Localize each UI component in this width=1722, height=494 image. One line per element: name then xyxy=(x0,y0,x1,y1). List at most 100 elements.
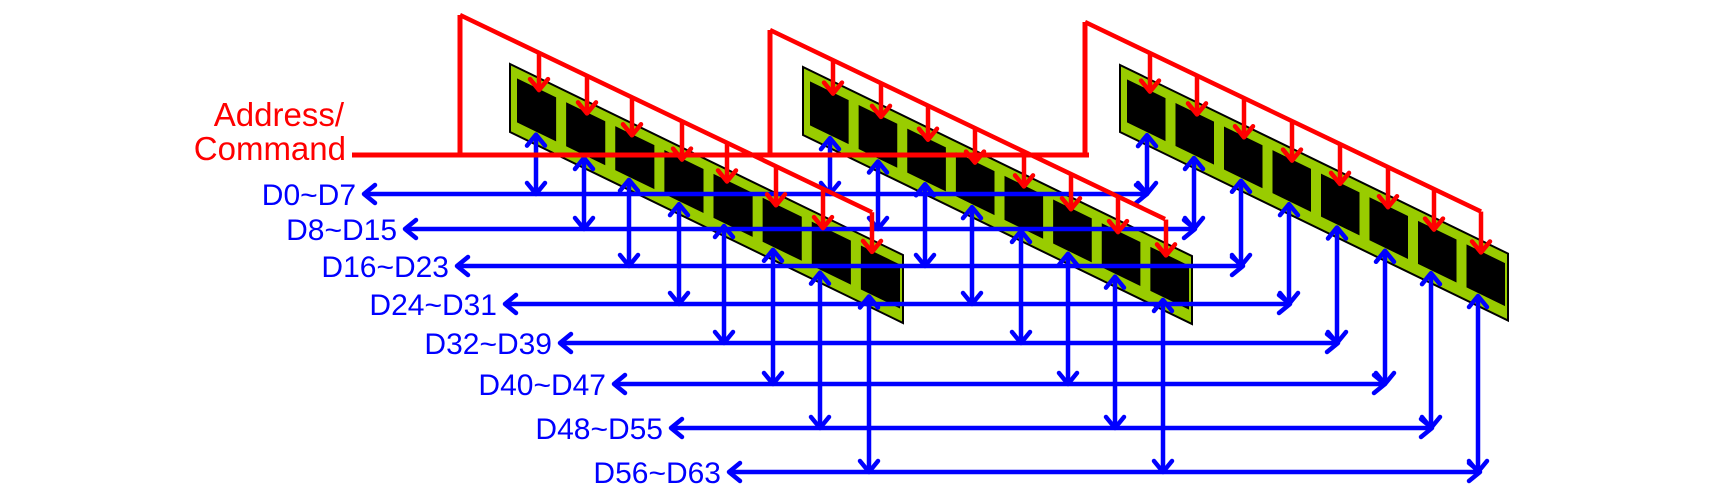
arrowhead-icon xyxy=(913,252,937,269)
dram-chip xyxy=(517,78,557,142)
arrowhead-icon xyxy=(808,414,832,431)
arrowhead-icon xyxy=(557,331,574,355)
arrowhead-icon xyxy=(712,223,736,240)
dram-chip xyxy=(1466,244,1505,307)
arrowhead-icon xyxy=(1182,155,1206,172)
arrowhead-icon xyxy=(866,159,890,175)
arrowhead-icon xyxy=(1059,195,1083,212)
module-pcb xyxy=(1119,63,1509,323)
arrowhead-icon xyxy=(808,270,832,286)
data-line-d32-d39 xyxy=(557,223,1349,355)
data-line-label: D24~D31 xyxy=(369,289,497,322)
data-line-d0-d7 xyxy=(361,132,1159,206)
arrowhead-icon xyxy=(860,238,884,255)
arrowhead-icon xyxy=(402,217,419,241)
data-line-label: D0~D7 xyxy=(262,179,356,212)
dram-chip xyxy=(566,102,606,166)
labels: Address/ Command D0~D7D8~D15D16~D23D24~D… xyxy=(194,96,721,490)
arrowhead-icon xyxy=(1325,329,1349,346)
dram-chip xyxy=(1224,126,1263,189)
arrowhead-icon xyxy=(1419,270,1443,287)
dram-chip xyxy=(713,173,753,237)
arrowhead-icon xyxy=(1056,251,1080,268)
module-3 xyxy=(1119,63,1509,323)
arrowhead-icon xyxy=(1373,248,1397,265)
arrowhead-icon xyxy=(575,100,599,116)
arrowhead-icon xyxy=(1103,274,1127,290)
arrowhead-icon xyxy=(1138,78,1162,94)
arrowhead-icon xyxy=(916,126,940,142)
arrowhead-icon xyxy=(1419,414,1443,431)
arrowhead-icon xyxy=(821,80,845,96)
arrowhead-icon xyxy=(572,155,596,172)
dram-chip xyxy=(1418,220,1457,283)
dram-chip xyxy=(810,81,849,145)
arrowhead-icon xyxy=(1151,458,1175,475)
address-command-label-line1: Address/ xyxy=(214,96,345,133)
dram-chip xyxy=(1369,197,1408,259)
data-line-label: D8~D15 xyxy=(286,214,397,247)
arrowhead-icon xyxy=(1422,216,1446,232)
dram-chip xyxy=(811,221,851,285)
arrowhead-icon xyxy=(527,76,551,93)
arrowhead-icon xyxy=(1232,124,1256,140)
arrowhead-icon xyxy=(611,372,628,396)
address-command-bus xyxy=(352,12,1493,258)
arrowhead-icon xyxy=(1009,228,1033,245)
arrowhead-icon xyxy=(1012,173,1036,189)
data-line-d16-d23 xyxy=(454,177,1253,278)
arrowhead-icon xyxy=(761,247,785,264)
arrowhead-icon xyxy=(1277,201,1301,218)
arrowhead-icon xyxy=(1376,193,1400,210)
module-1-ac-branch xyxy=(457,12,884,255)
data-bus xyxy=(361,132,1490,484)
dram-chip xyxy=(955,152,995,216)
arrowhead-icon xyxy=(670,146,694,162)
arrowhead-icon xyxy=(1469,239,1493,255)
address-command-label-line2: Command xyxy=(194,130,346,167)
arrowhead-icon xyxy=(667,290,691,307)
data-line-label: D48~D55 xyxy=(535,413,663,446)
arrowhead-icon xyxy=(1106,218,1130,235)
dram-chip xyxy=(615,126,655,190)
arrowhead-icon xyxy=(1229,178,1253,195)
arrowhead-icon xyxy=(1135,132,1159,149)
dram-chip xyxy=(664,150,704,214)
data-line-d56-d63 xyxy=(726,293,1490,484)
arrowhead-icon xyxy=(524,180,548,197)
arrowhead-icon xyxy=(818,135,842,152)
arrowhead-icon xyxy=(1135,180,1159,197)
arrowhead-icon xyxy=(1280,147,1304,163)
arrowhead-icon xyxy=(960,204,984,221)
arrowhead-icon xyxy=(1325,225,1349,241)
arrowhead-icon xyxy=(454,254,471,278)
arrowhead-icon xyxy=(960,290,984,307)
arrowhead-icon xyxy=(726,460,743,484)
arrowhead-icon xyxy=(1009,329,1033,346)
dram-chip xyxy=(1127,79,1166,142)
arrowhead-icon xyxy=(1229,252,1253,269)
dram-chip xyxy=(1004,175,1044,239)
arrowhead-icon xyxy=(811,214,835,231)
dram-chip xyxy=(1175,102,1214,165)
arrowhead-icon xyxy=(1466,458,1490,475)
data-line-label: D40~D47 xyxy=(478,369,606,402)
module-2-ac-branch xyxy=(767,27,1178,258)
arrowhead-icon xyxy=(1182,215,1206,232)
data-line-d48-d55 xyxy=(668,270,1443,440)
data-line-d8-d15 xyxy=(402,155,1206,241)
arrowhead-icon xyxy=(913,182,937,198)
data-line-label: D32~D39 xyxy=(424,328,552,361)
arrowhead-icon xyxy=(1277,290,1301,307)
arrowhead-icon xyxy=(1154,242,1178,258)
arrowhead-icon xyxy=(712,329,736,346)
ac-slant-line xyxy=(459,12,873,215)
arrowhead-icon xyxy=(963,149,987,165)
arrowhead-icon xyxy=(857,294,881,310)
arrowhead-icon xyxy=(715,168,739,184)
module-3-ac-branch xyxy=(1082,19,1493,255)
arrowhead-icon xyxy=(620,122,644,138)
arrowhead-icon xyxy=(761,370,785,387)
arrowhead-icon xyxy=(1185,101,1209,117)
